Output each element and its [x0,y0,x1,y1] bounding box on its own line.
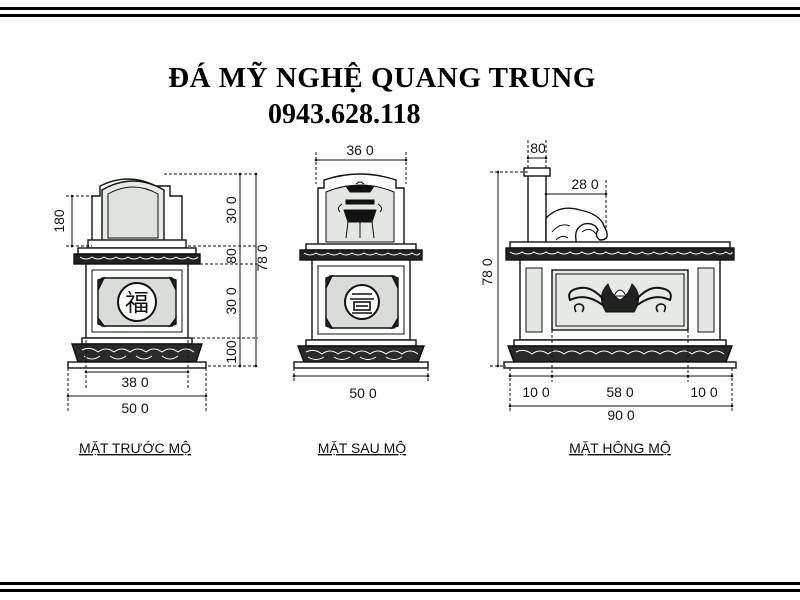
back-longevity-symbol [350,293,374,314]
back-incense-emblem [337,181,383,239]
front-dim-panel-height: 180 [51,209,67,233]
bottom-border-line-1 [0,582,800,585]
front-dimension-lines [66,172,258,412]
phone-number: 0943.628.118 [268,99,421,130]
front-view: 福 [67,178,207,369]
back-view [293,173,429,369]
side-view-caption: MẶT HÔNG MỘ [569,440,671,456]
front-dim-mid-height: 80 [223,248,239,264]
bottom-border-line-2 [0,589,800,592]
side-dim-middle: 58 0 [606,384,633,400]
side-dim-scroll-width: 28 0 [571,176,598,192]
back-dim-base-width: 50 0 [349,385,376,401]
front-dim-outer-width: 50 0 [121,400,148,416]
back-dimension-lines [292,152,430,382]
back-dim-top-width: 36 0 [346,142,373,158]
back-view-caption: MẶT SAU MỘ [318,440,407,456]
front-emblem-character: 福 [125,289,149,317]
front-dim-top-height: 30 0 [223,196,239,223]
side-dim-left-margin: 10 0 [522,384,549,400]
side-dim-right-margin: 10 0 [690,384,717,400]
front-view-caption: MẶT TRƯỚC MỘ [79,440,191,456]
top-border-line-2 [0,14,800,17]
side-dimension-lines [490,140,734,412]
side-lotus-ornament [568,283,672,313]
side-dim-total-height: 78 0 [479,258,495,285]
front-dim-inner-width: 38 0 [121,374,148,390]
side-dim-total-width: 90 0 [607,407,634,423]
front-dim-total-height: 78 0 [254,244,270,271]
front-dim-body-height: 30 0 [223,287,239,314]
side-view [503,167,737,369]
top-border-line-1 [0,7,800,10]
front-dim-base-height: 100 [223,340,239,364]
company-title: ĐÁ MỸ NGHỆ QUANG TRUNG [168,62,596,94]
side-scroll-ornament [545,207,608,247]
front-headstone [87,178,187,249]
side-dim-post-width: 80 [530,140,546,156]
